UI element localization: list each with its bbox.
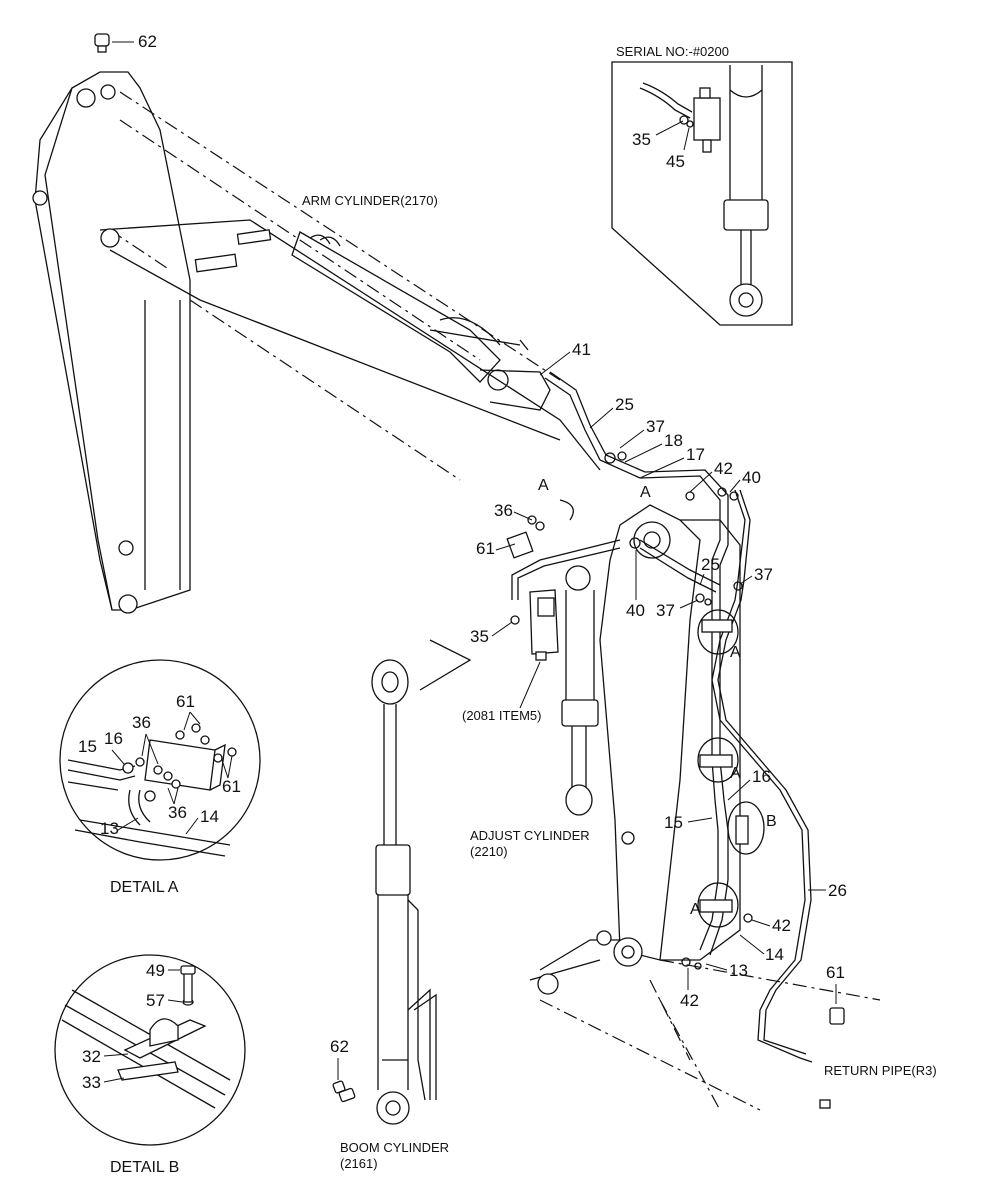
part-25-upper: 25 bbox=[615, 395, 634, 414]
mark-b: B bbox=[766, 813, 777, 830]
part-37-mid: 37 bbox=[656, 601, 675, 620]
part-35-mid: 35 bbox=[470, 627, 489, 646]
part-45-inset: 45 bbox=[666, 152, 685, 171]
mark-a-clamp-2: A bbox=[730, 765, 741, 782]
label-adjust-cylinder-1: ADJUST CYLINDER bbox=[470, 828, 590, 843]
label-boom-cylinder-2: (2161) bbox=[340, 1156, 378, 1171]
part-62-bottom: 62 bbox=[330, 1037, 349, 1056]
part-42-bottom: 42 bbox=[680, 991, 699, 1010]
part-37-upper: 37 bbox=[646, 417, 665, 436]
label-return-pipe: RETURN PIPE(R3) bbox=[824, 1063, 937, 1078]
serial-note: SERIAL NO:-#0200 bbox=[616, 44, 729, 59]
part-13-main: 13 bbox=[729, 961, 748, 980]
part-42-lower-right: 42 bbox=[772, 916, 791, 935]
mark-a-clamp-1: A bbox=[730, 644, 741, 661]
part-26: 26 bbox=[828, 881, 847, 900]
boom-structure bbox=[529, 504, 881, 1111]
part-17: 17 bbox=[686, 445, 705, 464]
label-arm-cylinder: ARM CYLINDER(2170) bbox=[302, 193, 438, 208]
da-61-right: 61 bbox=[222, 777, 241, 796]
db-32: 32 bbox=[82, 1047, 101, 1066]
arm-cylinder: ARM CYLINDER(2170) bbox=[291, 193, 551, 411]
part-41: 41 bbox=[572, 340, 591, 359]
part-42-upper: 42 bbox=[714, 459, 733, 478]
part-40-mid: 40 bbox=[626, 601, 645, 620]
detail-a: 61 36 15 16 61 36 13 14 DETAIL A bbox=[59, 659, 261, 896]
arm-structure bbox=[32, 71, 601, 614]
da-36-bottom: 36 bbox=[168, 803, 187, 822]
part-18: 18 bbox=[664, 431, 683, 450]
part-40-right: 40 bbox=[742, 468, 761, 487]
db-57: 57 bbox=[146, 991, 165, 1010]
serial-inset: SERIAL NO:-#0200 35 45 bbox=[611, 44, 793, 326]
part-labels: 62 41 25 37 18 17 42 40 A A 36 61 40 25 … bbox=[112, 32, 937, 1080]
db-33: 33 bbox=[82, 1073, 101, 1092]
da-16: 16 bbox=[104, 729, 123, 748]
part-62-top: 62 bbox=[138, 32, 157, 51]
boom-piping bbox=[506, 371, 845, 1109]
part-36: 36 bbox=[494, 501, 513, 520]
da-61-top: 61 bbox=[176, 692, 195, 711]
part-61-bottom: 61 bbox=[826, 963, 845, 982]
part-16-main: 16 bbox=[752, 767, 771, 786]
mark-a-upper-right: A bbox=[640, 484, 651, 501]
da-13: 13 bbox=[100, 819, 119, 838]
mark-a-clamp-3: A bbox=[690, 901, 701, 918]
valve-item5: (2081 ITEM5) bbox=[419, 539, 621, 723]
part-35-inset: 35 bbox=[632, 130, 651, 149]
detail-b-title: DETAIL B bbox=[110, 1159, 179, 1176]
adjust-cylinder: ADJUST CYLINDER (2210) bbox=[470, 565, 599, 859]
part-61-mid: 61 bbox=[476, 539, 495, 558]
db-49: 49 bbox=[146, 961, 165, 980]
detail-b: 49 57 32 33 DETAIL B bbox=[54, 954, 246, 1176]
mark-a-upper-left: A bbox=[538, 477, 549, 494]
grease-fittings bbox=[94, 33, 356, 1103]
part-15-main: 15 bbox=[664, 813, 683, 832]
label-item5: (2081 ITEM5) bbox=[462, 708, 541, 723]
part-14-main: 14 bbox=[765, 945, 784, 964]
da-15: 15 bbox=[78, 737, 97, 756]
label-boom-cylinder-1: BOOM CYLINDER bbox=[340, 1140, 449, 1155]
detail-a-title: DETAIL A bbox=[110, 879, 179, 896]
part-37-right: 37 bbox=[754, 565, 773, 584]
da-36-top: 36 bbox=[132, 713, 151, 732]
da-14: 14 bbox=[200, 807, 219, 826]
boom-cylinder: BOOM CYLINDER (2161) bbox=[340, 659, 449, 1171]
part-25-mid: 25 bbox=[701, 555, 720, 574]
label-adjust-cylinder-2: (2210) bbox=[470, 844, 508, 859]
